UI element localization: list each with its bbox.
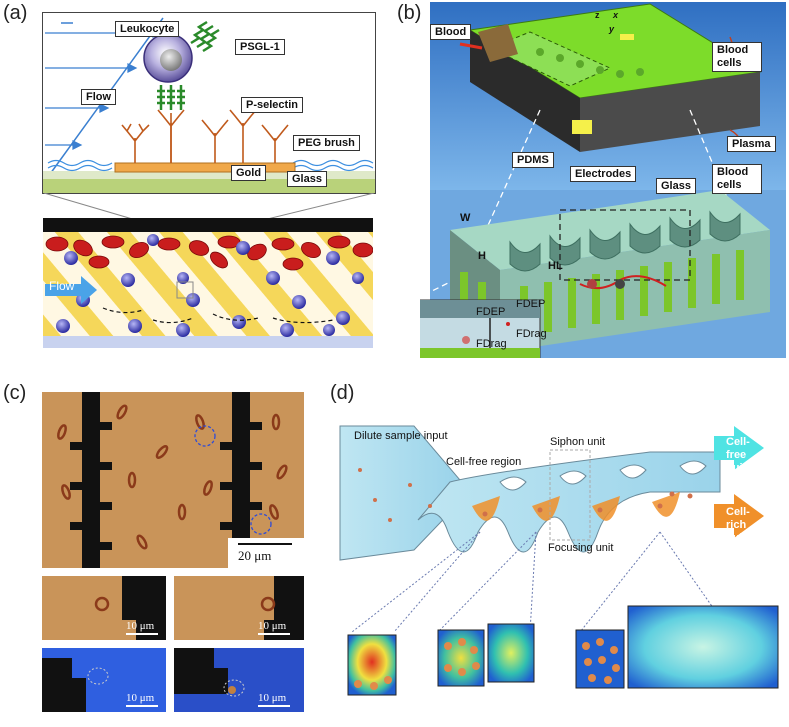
label-pdms: PDMS <box>512 152 554 168</box>
label-cellfree-fluid: Cell-free fluid <box>726 436 750 474</box>
panel-d-figure: Dilute sample input Siphon unit Cell-fre… <box>330 410 786 720</box>
panel-c-small-2: 10 μm <box>174 576 304 640</box>
label-fdep-left: FDEP <box>476 306 506 318</box>
panel-d-tag: (d) <box>330 382 355 404</box>
panel-a-diagram: Leukocyte PSGL-1 Flow P-selectin PEG bru… <box>42 12 376 194</box>
panel-c-small-3: 10 μm <box>42 648 166 712</box>
label-psgl-1: PSGL-1 <box>235 39 285 55</box>
axis-x: x <box>613 10 619 20</box>
label-w: W <box>460 212 471 224</box>
panel-b-tag: (b) <box>397 2 422 24</box>
label-blood-cells-bottom: Blood cells <box>712 164 762 194</box>
scale-small-2: 10 μm <box>258 620 287 632</box>
label-cellrich-fluid: Cell-rich fluid <box>726 506 750 544</box>
panel-c-tag: (c) <box>3 382 27 404</box>
axis-y: y <box>609 24 615 34</box>
label-fdrag-left: FDrag <box>476 338 507 350</box>
label-plasma: Plasma <box>727 136 776 152</box>
panel-a-channel-svg <box>43 218 373 348</box>
label-flow-bottom: Flow <box>49 279 75 293</box>
label-h: H <box>478 250 486 262</box>
label-siphon: Siphon unit <box>550 436 606 448</box>
axis-z: z <box>595 10 600 20</box>
panel-c-small-1: 10 μm <box>42 576 166 640</box>
label-glass-b: Glass <box>656 178 696 194</box>
panel-c-small-4: 10 μm <box>174 648 304 712</box>
label-hl: HL <box>548 260 563 272</box>
scale-main: 20 μm <box>238 548 272 563</box>
label-focusing: Focusing unit <box>548 542 614 554</box>
panel-b-svg <box>420 2 786 358</box>
label-leukocyte: Leukocyte <box>115 21 180 37</box>
label-flow-top: Flow <box>81 89 117 105</box>
panel-c-main: 20 μm <box>42 392 304 568</box>
scale-small-4: 10 μm <box>258 692 287 704</box>
label-dilute: Dilute sample input <box>354 430 448 442</box>
scale-small-1: 10 μm <box>126 620 155 632</box>
panel-a-tag: (a) <box>3 2 28 24</box>
label-blood-in: Blood <box>430 24 472 40</box>
label-fdep-right: FDEP <box>516 298 546 310</box>
panel-a-channel: Flow <box>43 218 373 348</box>
label-glass-a: Glass <box>287 171 327 187</box>
scale-small-3: 10 μm <box>126 692 155 704</box>
label-electrodes: Electrodes <box>570 166 637 182</box>
label-p-selectin: P-selectin <box>241 97 303 113</box>
panel-c-main-svg <box>57 392 304 568</box>
label-peg-brush: PEG brush <box>293 135 360 151</box>
label-blood-cells-top: Blood cells <box>712 42 762 72</box>
label-cellfree-region: Cell-free region <box>446 456 522 468</box>
label-fdrag-right: FDrag <box>516 328 547 340</box>
panel-b-figure: Blood Blood cells Plasma PDMS Electrodes… <box>420 2 786 358</box>
label-gold: Gold <box>231 165 267 181</box>
panel-d-svg <box>339 425 779 696</box>
